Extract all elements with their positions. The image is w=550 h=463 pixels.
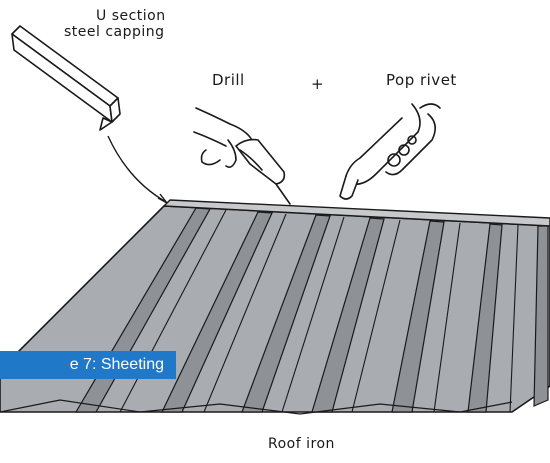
drill-icon <box>193 107 291 205</box>
figure-caption: e 7: Sheeting <box>0 351 176 379</box>
figure-caption-text: e 7: Sheeting <box>69 356 164 373</box>
roof-iron-sheeting <box>0 199 550 415</box>
capping-label: U section steel capping <box>64 8 166 40</box>
roof-iron-label: Roof iron <box>268 436 335 452</box>
u-section-capping <box>11 25 121 131</box>
capping-label-line1: U section <box>96 8 166 24</box>
arrow-to-ridge <box>107 135 168 204</box>
plus-sign: + <box>311 75 325 93</box>
drill-label: Drill <box>212 71 245 89</box>
capping-label-line2: steel capping <box>64 24 165 40</box>
pop-rivet-label: Pop rivet <box>386 71 457 89</box>
pop-rivet-gun-icon <box>339 103 441 200</box>
